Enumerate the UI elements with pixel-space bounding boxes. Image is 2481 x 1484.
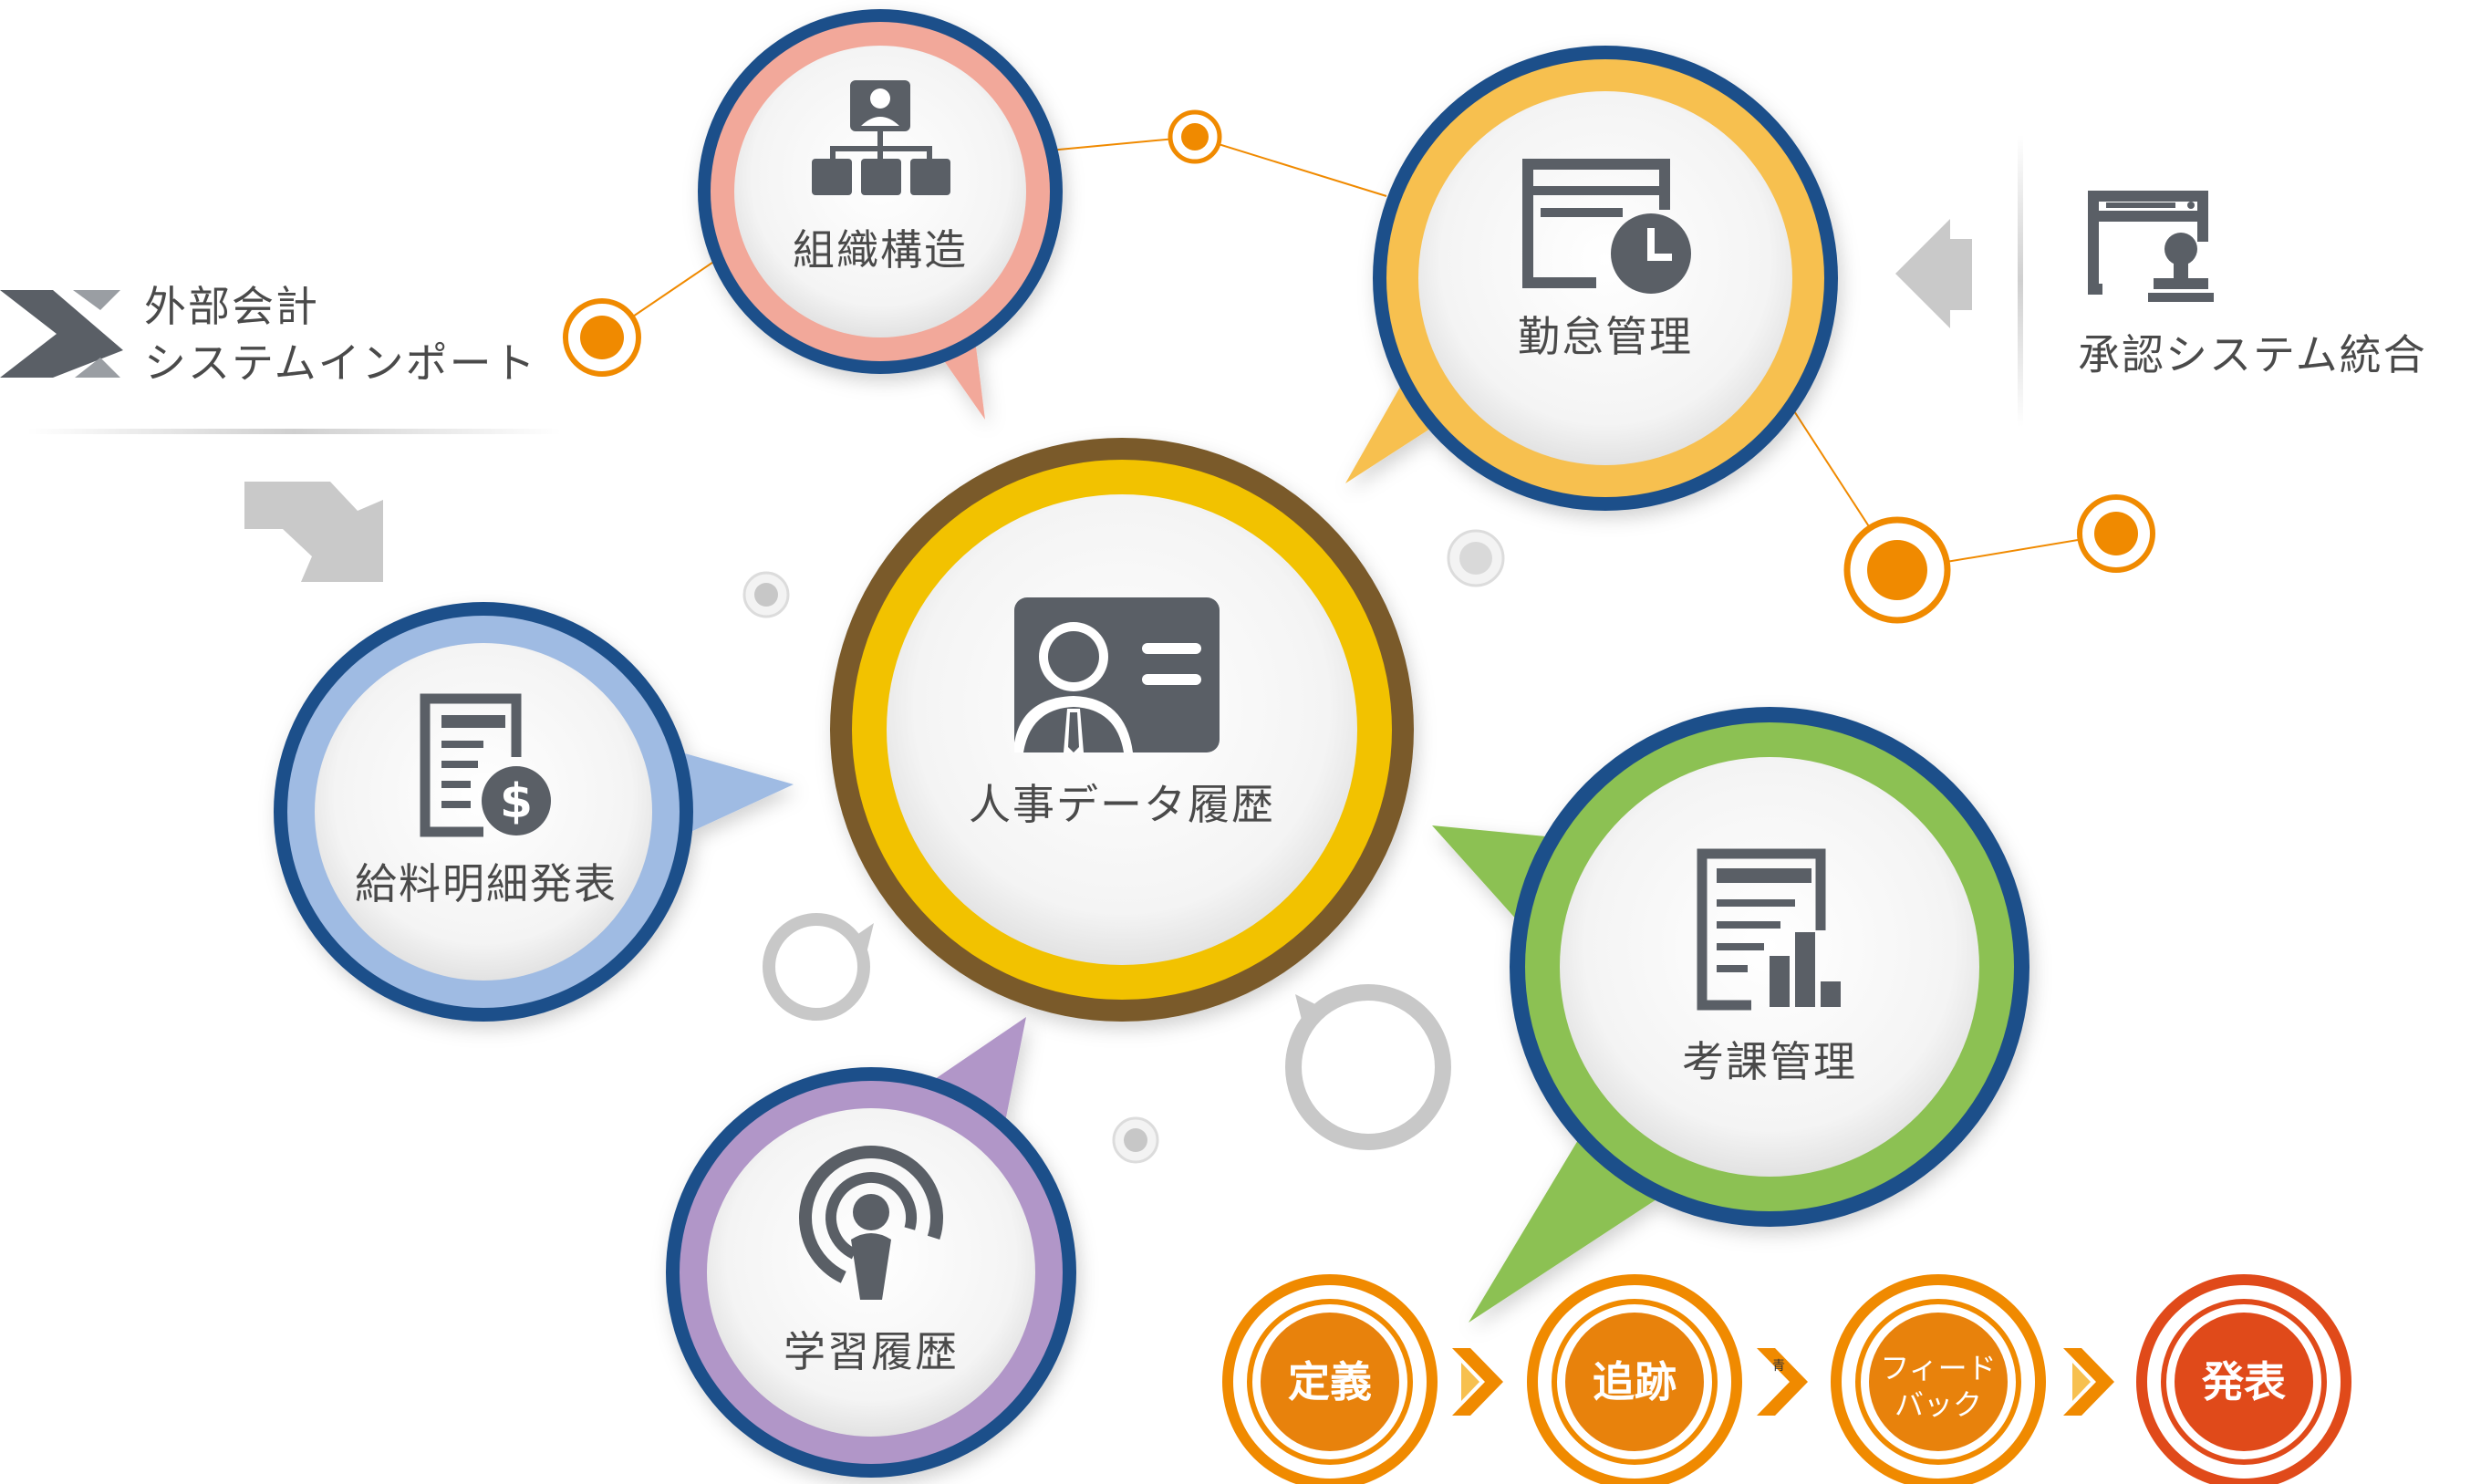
org-chart-icon [812, 80, 950, 195]
external-import-line1: 外部会計 [144, 282, 319, 331]
payslip-dollar-icon: $ [420, 693, 551, 837]
chevron-right-icon [1757, 1348, 1808, 1416]
window-stamp-icon [2088, 191, 2214, 302]
org-node [698, 9, 1063, 420]
evaluation-label: 考課管理 [1682, 1037, 1857, 1086]
attendance-label: 勤怠管理 [1518, 312, 1693, 361]
calendar-clock-icon [1522, 159, 1691, 294]
orange-dot [563, 298, 641, 377]
process-step: 追跡 [1527, 1274, 1742, 1484]
report-bar-chart-icon [1697, 848, 1841, 1011]
gray-dot [1447, 529, 1505, 587]
step-label-publish: 発表 [2202, 1357, 2286, 1406]
gray-bubble-ring [1285, 984, 1451, 1150]
attendance-node [1345, 46, 1838, 511]
gray-dot [742, 571, 790, 618]
process-step: 発表 [2136, 1274, 2351, 1484]
learning-label: 学習履歴 [784, 1327, 959, 1376]
evaluation-node [1432, 707, 2029, 1323]
gray-dots [742, 529, 1505, 1164]
gray-arrow-down-right [244, 482, 383, 582]
divider [27, 429, 561, 434]
x-logo-icon [0, 290, 123, 378]
orange-dots [563, 109, 2155, 624]
profile-card-icon [1014, 597, 1220, 752]
svg-text:$: $ [500, 774, 533, 829]
podcast-person-icon [799, 1146, 943, 1300]
org-label: 組織構造 [793, 225, 968, 275]
approval-label: 承認システム統合 [2078, 330, 2427, 379]
center-label: 人事データ履歴 [969, 780, 1275, 829]
process-steps: 定義 追跡 青 フィード バック [1222, 1274, 2351, 1484]
chevron-right-icon [2063, 1348, 2114, 1416]
gray-dot [1112, 1116, 1159, 1164]
chevron-right-icon [1452, 1348, 1503, 1416]
orange-dot [1843, 516, 1951, 624]
gray-bubble-rings [763, 913, 1451, 1150]
payroll-label: 給料明細発表 [355, 859, 618, 908]
divider [2018, 135, 2023, 427]
step-label-define: 定義 [1288, 1357, 1372, 1406]
step-label-feedback-line1: フィード [1880, 1351, 1996, 1385]
gray-bubble-ring [763, 913, 874, 1021]
external-import-block: 外部会計 システムインポート [0, 282, 561, 582]
orange-dot [2077, 494, 2155, 573]
process-step: フィード バック [1831, 1274, 2046, 1484]
step-label-track: 追跡 [1593, 1357, 1676, 1406]
gray-arrow-left [1895, 219, 1972, 328]
approval-block: 承認システム統合 [1895, 135, 2427, 427]
process-step: 定義 [1222, 1274, 1438, 1484]
orange-dot [1168, 109, 1222, 164]
step-small-mark: 青 [1772, 1359, 1785, 1374]
external-import-line2: システムインポート [144, 338, 537, 388]
step-label-feedback-line2: バック [1894, 1387, 1982, 1422]
